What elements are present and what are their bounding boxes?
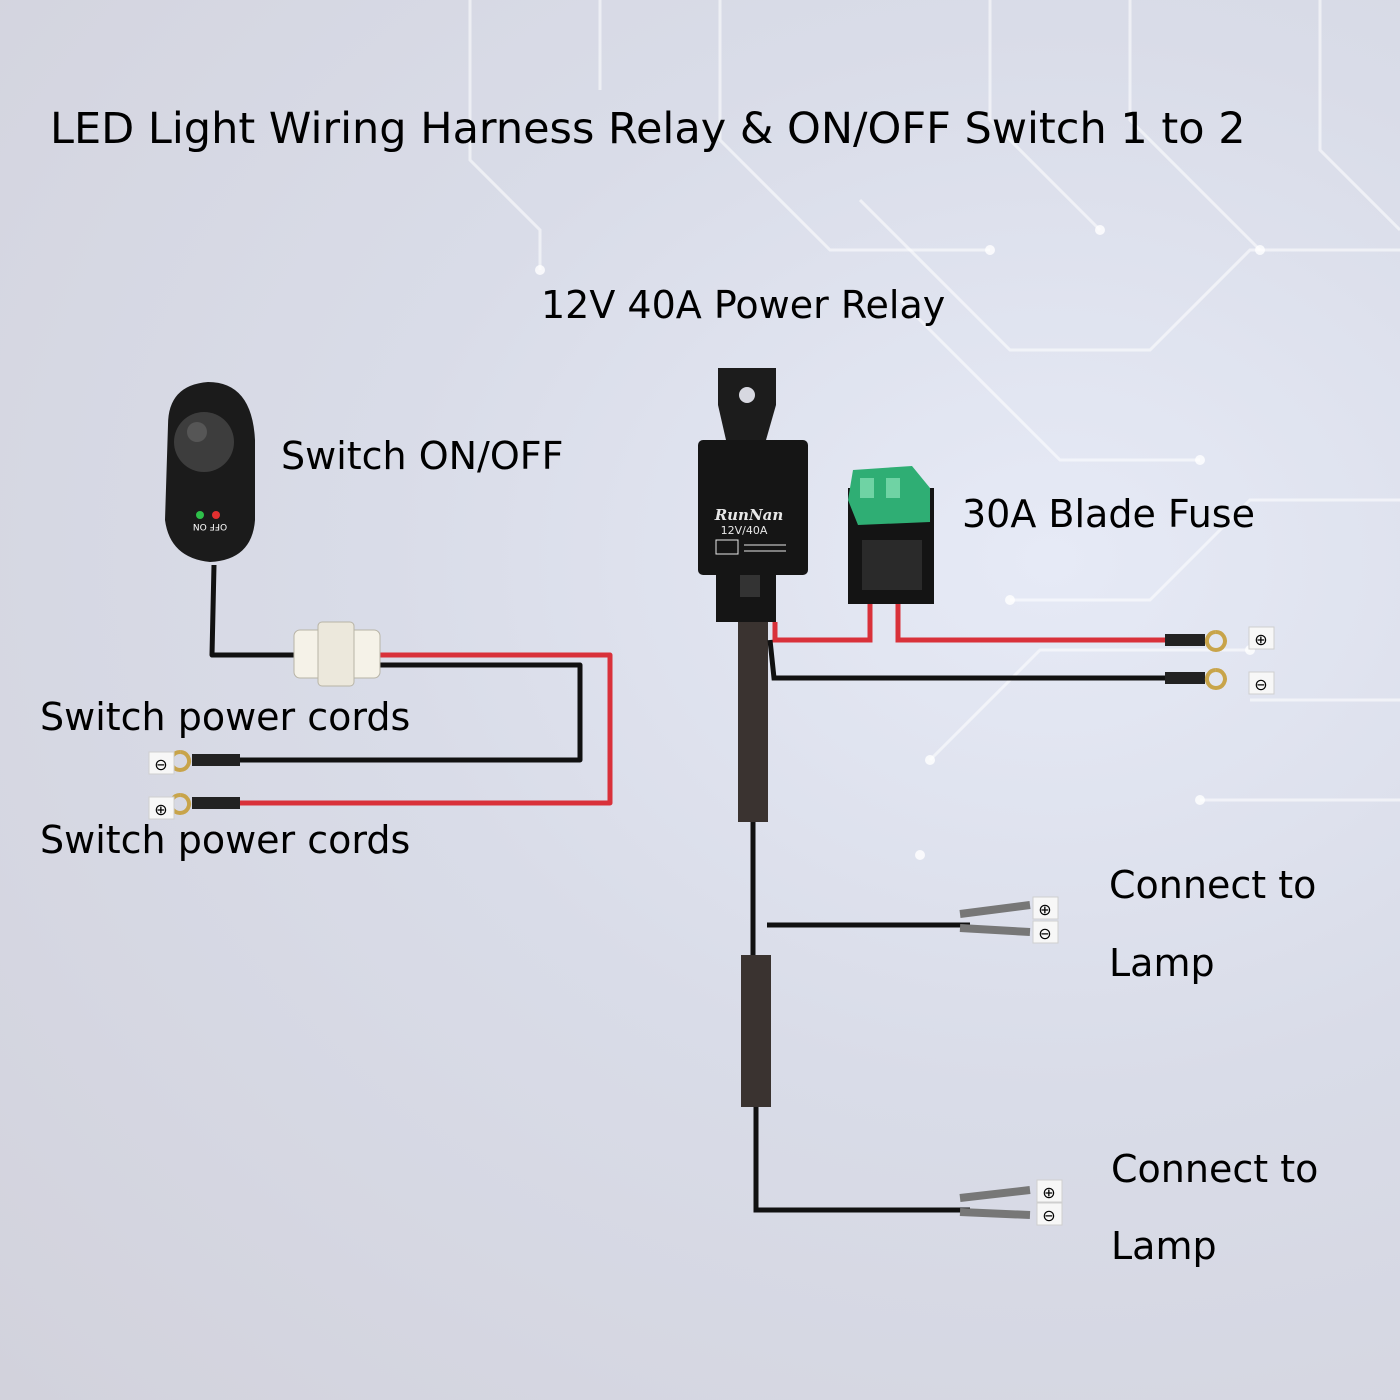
positive-symbol: ⊕	[154, 800, 167, 819]
switch-led-green	[196, 511, 204, 519]
switch-cords-label-2: Switch power cords	[40, 818, 411, 862]
lamp-1-label-line1: Connect to	[1109, 863, 1317, 907]
positive-symbol: ⊕	[1254, 630, 1267, 649]
relay-rating: 12V/40A	[721, 524, 768, 537]
switch-wire-black	[209, 564, 583, 763]
relay-brand: RunNan	[714, 506, 784, 524]
battery-terminal-positive: ⊕	[1165, 626, 1275, 652]
positive-symbol: ⊕	[1038, 900, 1051, 919]
battery-wire-red	[772, 600, 873, 643]
switch-wire-red	[240, 652, 613, 806]
circuit-nodes	[535, 225, 1265, 860]
switch-terminal-positive: ⊕	[148, 793, 240, 820]
negative-symbol: ⊖	[154, 755, 167, 774]
positive-symbol: ⊕	[1042, 1183, 1055, 1202]
main-harness	[738, 622, 970, 1213]
negative-symbol: ⊖	[1038, 924, 1051, 943]
switch-marking: OFF ON	[193, 521, 227, 531]
battery-terminal-negative: ⊖	[1165, 668, 1275, 695]
fuse-label: 30A Blade Fuse	[962, 492, 1255, 536]
rocker-switch: OFF ON	[165, 382, 255, 562]
battery-wire-black	[767, 639, 1170, 681]
circuit-background	[468, 0, 1400, 802]
switch-led-red	[212, 511, 220, 519]
lamp-1-connectors: ⊕ ⊖	[959, 896, 1059, 944]
diagram-title: LED Light Wiring Harness Relay & ON/OFF …	[50, 104, 1246, 154]
lamp-1-label-line2: Lamp	[1109, 941, 1215, 985]
switch-label: Switch ON/OFF	[281, 434, 564, 478]
lamp-2-label-line2: Lamp	[1111, 1224, 1217, 1268]
relay-label: 12V 40A Power Relay	[541, 283, 946, 327]
negative-symbol: ⊖	[1042, 1206, 1055, 1225]
wire-connector	[293, 621, 381, 687]
lamp-2-label-line1: Connect to	[1111, 1147, 1319, 1191]
switch-cords-label-1: Switch power cords	[40, 695, 411, 739]
negative-symbol: ⊖	[1254, 675, 1267, 694]
relay: RunNan 12V/40A	[698, 368, 808, 622]
battery-wire-red-out	[895, 600, 1170, 643]
lamp-2-connectors: ⊕ ⊖	[959, 1179, 1063, 1226]
switch-terminal-negative: ⊖	[148, 750, 240, 775]
blade-fuse	[848, 466, 934, 604]
